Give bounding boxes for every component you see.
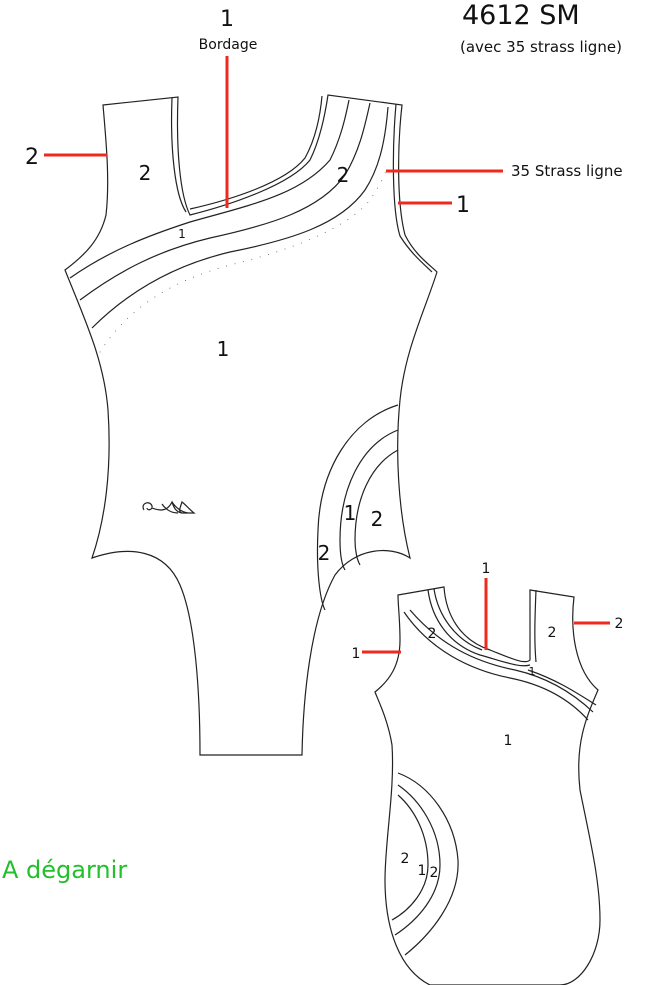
front-zone-body: 1 (217, 337, 230, 361)
back-left-callout: 1 (352, 646, 361, 662)
back-zone-side-band: 1 (418, 863, 427, 879)
right-strap-binding (392, 103, 433, 273)
front-zone-right-strap: 2 (337, 163, 350, 187)
back-band-line-1 (403, 611, 589, 721)
back-neck-binding-1 (427, 589, 531, 667)
right-binding-callout: 1 (456, 193, 470, 218)
left-strap-binding (170, 97, 187, 213)
back-side-line-2 (394, 784, 441, 936)
back-side-line-1 (397, 772, 459, 956)
strass-label: 35 Strass ligne (511, 162, 623, 180)
side-panel-line-1 (316, 404, 399, 611)
back-zone-side-inner: 2 (430, 865, 439, 881)
back-side-line-3 (391, 794, 429, 921)
degarnir-note: A dégarnir (2, 856, 127, 884)
front-zone-band: 1 (178, 227, 186, 241)
front-view: 2 2 1 1 2 1 2 (64, 94, 438, 756)
neck-binding (189, 95, 323, 210)
back-band-line-2 (409, 609, 594, 713)
front-zone-side-band: 1 (344, 501, 357, 525)
back-zone-band: 1 (529, 665, 536, 678)
back-zone-body: 1 (504, 733, 513, 749)
band-line-2 (79, 102, 371, 301)
band-line-3 (91, 106, 389, 329)
back-zone-right-strap: 2 (548, 625, 557, 641)
back-strap-binding (534, 589, 537, 663)
model-subtitle: (avec 35 strass ligne) (460, 38, 622, 56)
front-zone-side-outer: 2 (318, 541, 331, 565)
bordage-label: Bordage (199, 37, 258, 53)
back-neck-binding-2 (433, 588, 483, 651)
back-band-line-3 (527, 669, 597, 706)
bordage-number: 1 (220, 7, 234, 32)
side-panel-line-3 (354, 449, 399, 566)
front-outline (64, 94, 438, 756)
back-view: 2 2 1 1 2 1 2 (374, 586, 601, 985)
left-strap-callout: 2 (25, 145, 39, 170)
back-outline (374, 586, 601, 985)
strass-dots (99, 169, 387, 353)
brand-logo (142, 500, 196, 514)
model-title: 4612 SM (462, 0, 580, 31)
back-right-callout: 2 (615, 616, 624, 632)
band-line-1 (69, 99, 350, 279)
back-zone-left: 2 (428, 626, 437, 642)
front-zone-side-inner: 2 (371, 507, 384, 531)
back-zone-side-outer: 2 (401, 851, 410, 867)
back-top-callout: 1 (482, 561, 491, 577)
side-panel-line-2 (339, 429, 399, 571)
front-zone-left-strap: 2 (139, 161, 152, 185)
